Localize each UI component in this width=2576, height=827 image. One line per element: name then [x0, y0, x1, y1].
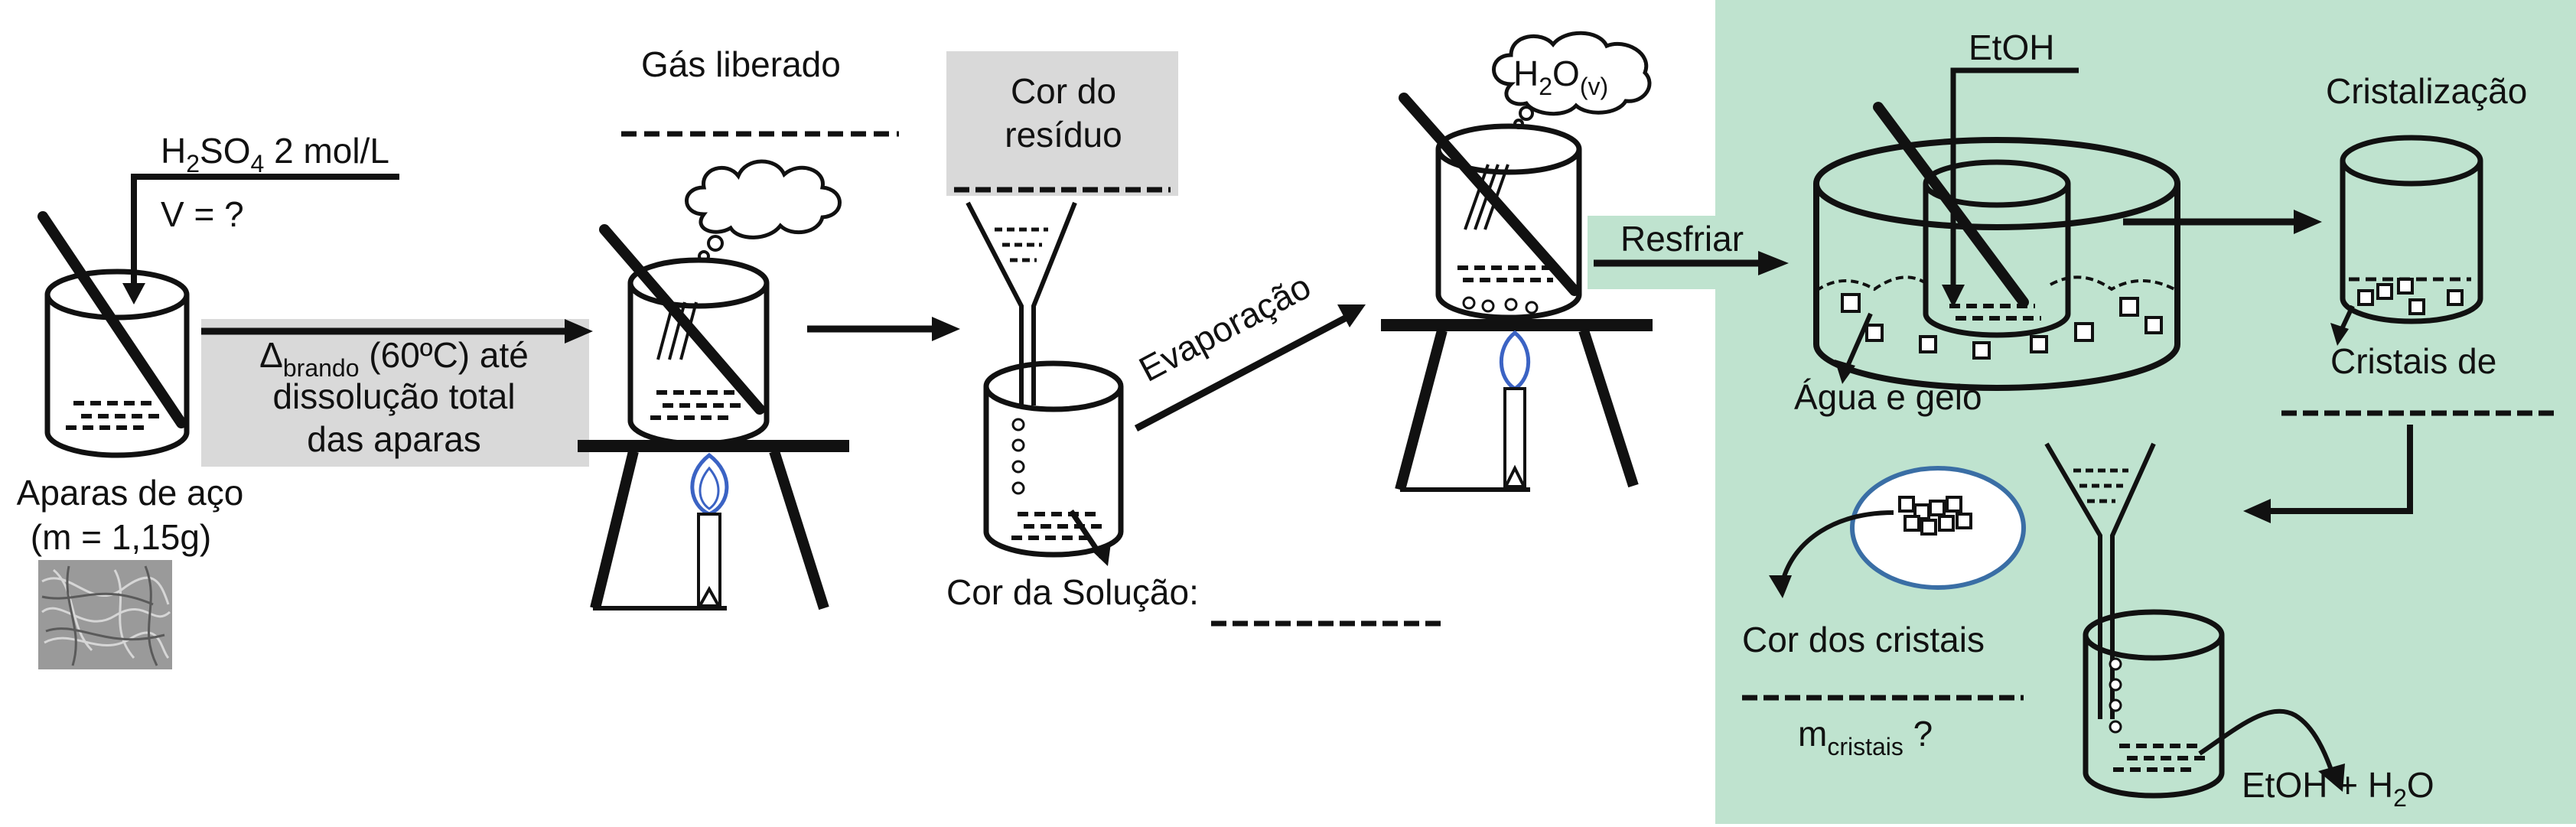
acid-volume: V = ? — [161, 194, 244, 234]
heating-box — [201, 319, 589, 467]
arrow-icon — [1769, 575, 1792, 598]
arrow-icon — [1942, 285, 1965, 308]
beaker-crystals — [2340, 135, 2483, 324]
return-arrow — [2266, 425, 2413, 514]
gas-cloud-icon — [685, 159, 842, 262]
crystal-icon — [1898, 496, 1972, 536]
funnel-icon — [2044, 442, 2156, 719]
funnel-icon — [966, 201, 1077, 405]
crystal-color-pointer — [1780, 510, 1894, 582]
crystal-color-label: Cor dos cristais — [1742, 620, 1985, 659]
arrow-icon — [2330, 323, 2349, 346]
steel-label: Aparas de aço — [17, 473, 244, 513]
residue-line2: resíduo — [1005, 115, 1122, 155]
beaker-crystal-filtrate — [2083, 609, 2225, 799]
cool-label: Resfriar — [1620, 219, 1744, 259]
residue-line1: Cor do — [1011, 71, 1116, 111]
glass-rod-icon — [1399, 93, 1580, 296]
tripod-stand-icon — [578, 440, 849, 610]
arrow-icon — [122, 283, 145, 304]
glass-rod-icon — [599, 224, 765, 415]
crystallization-label: Cristalização — [2326, 71, 2527, 111]
vapor-formula: H2O(v) — [1513, 54, 1608, 100]
arrow-icon — [2318, 764, 2345, 792]
glass-rod-icon — [37, 211, 187, 428]
arrow-icon — [2294, 210, 2322, 234]
filtrate-pointer-arrow — [2198, 708, 2336, 777]
arrow-icon — [1758, 251, 1789, 275]
beaker-cooling — [1923, 159, 2071, 338]
steel-wool-photo — [38, 560, 172, 669]
ethanol-label: EtOH — [1969, 28, 2054, 67]
heating-line3: das aparas — [307, 419, 481, 459]
crystal-mass-label: mcristais ? — [1798, 714, 1933, 760]
evaporation-label: Evaporação — [1132, 266, 1317, 389]
arrow-icon — [932, 317, 960, 341]
heating-line2: dissolução total — [272, 376, 515, 416]
residue-box — [946, 51, 1178, 196]
ethanol-addition-arrow — [1950, 67, 2079, 291]
arrow-icon — [1835, 360, 1855, 384]
resfriar-tab — [1588, 216, 1718, 289]
crystal-icon — [2357, 278, 2464, 315]
acid-formula: H2SO4 2 mol/L — [161, 131, 389, 177]
crystals-label: Cristais de — [2330, 341, 2496, 381]
heating-condition: Δbrando (60ºC) até — [259, 335, 529, 382]
crystals-pointer-arrow — [2339, 304, 2355, 332]
acid-addition-arrow — [131, 174, 399, 291]
glass-rod-icon — [1873, 102, 2029, 308]
gas-label: Gás liberado — [641, 44, 841, 84]
steel-mass: (m = 1,15g) — [31, 517, 212, 557]
solution-color-label: Cor da Solução: — [946, 572, 1199, 612]
bath-label: Água e gelo — [1794, 377, 1982, 417]
bath-pointer-arrow — [1844, 312, 1873, 371]
beaker-steel — [44, 269, 190, 458]
tripod-stand-icon — [1381, 319, 1653, 492]
bunsen-burner-icon — [690, 452, 729, 609]
bunsen-burner-icon — [1499, 330, 1531, 489]
arrow-icon — [565, 319, 593, 343]
arrow-icon — [1337, 304, 1366, 327]
filtrate-label: EtOH + H2O — [2242, 765, 2434, 812]
arrow-icon — [2243, 499, 2271, 523]
arrow-icon — [1090, 543, 1111, 566]
beaker-filtrate — [983, 360, 1124, 558]
vapor-cloud-icon — [1492, 31, 1652, 129]
